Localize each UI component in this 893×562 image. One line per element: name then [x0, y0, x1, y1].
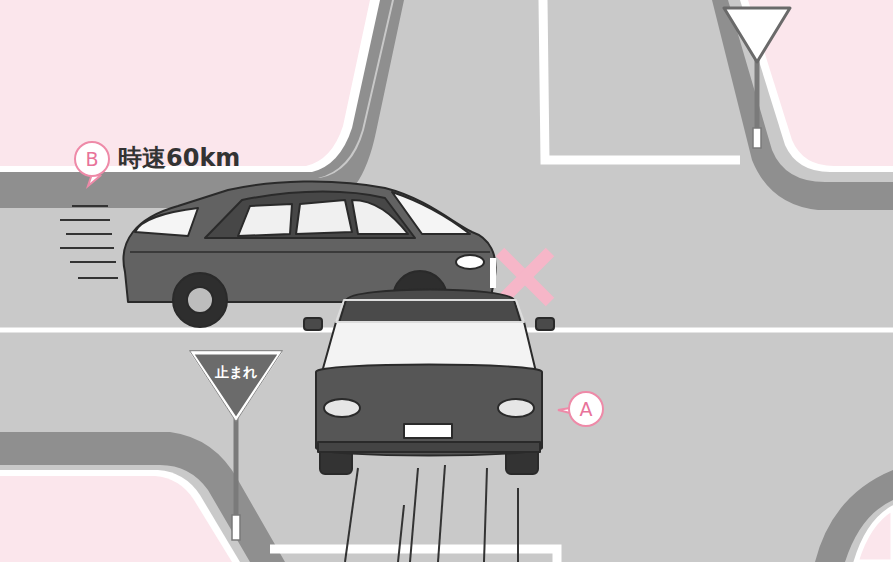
sidewalk [0, 0, 370, 166]
callout-letter: B [74, 141, 110, 177]
callout-text: B [85, 148, 98, 170]
callout-text: A [580, 398, 593, 420]
stop-line [543, 0, 740, 160]
curb [0, 432, 285, 562]
sign-outline [189, 350, 283, 422]
curb [0, 0, 392, 178]
car-a [304, 290, 554, 475]
stop-sign: 止まれ [189, 350, 283, 422]
sign-border [190, 351, 283, 422]
sign-pole-base [753, 128, 761, 148]
yield-sign [724, 8, 790, 62]
callout-letter: A [568, 391, 604, 427]
collision-mark [500, 252, 550, 302]
sign-text: 止まれ [215, 364, 257, 382]
curb-edge [0, 470, 240, 562]
stop-line [270, 549, 557, 562]
motion-lines [345, 465, 518, 562]
sidewalk [0, 476, 232, 562]
curb [0, 0, 404, 208]
sign-triangle [192, 353, 280, 419]
speed-lines [60, 206, 118, 278]
curb [815, 470, 893, 562]
curb [712, 0, 893, 210]
sidewalk [856, 508, 893, 562]
sign-pole-base [232, 515, 240, 540]
speed-label: 時速60km [118, 142, 240, 174]
